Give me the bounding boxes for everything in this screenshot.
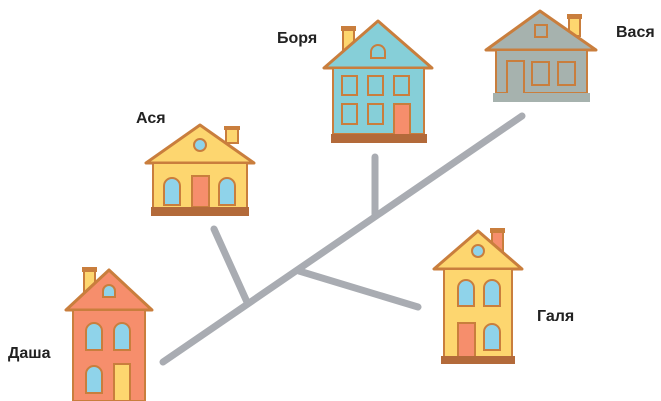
door [457,322,476,358]
label-dasha: Даша [8,345,51,362]
road-network [159,112,526,366]
house-vasya [484,9,598,102]
attic-window [370,44,386,59]
attic-window [193,138,207,152]
main-road [159,112,526,366]
attic-window [471,244,485,258]
chimney [225,127,239,144]
window-left [163,177,181,206]
wall [443,268,513,358]
house-borya [322,19,434,143]
window-right [218,177,236,206]
house-galya [432,228,524,364]
attic-window [102,284,116,298]
base [493,93,590,102]
house-dasha [64,267,154,401]
door [191,175,210,208]
door [393,103,411,136]
base [151,207,249,216]
attic-window [534,24,548,38]
wall [72,309,146,401]
label-asya: Ася [136,110,166,127]
base [331,134,427,143]
base [441,356,515,364]
road-to-galya [295,267,422,311]
label-vasya: Вася [616,24,655,41]
door [113,363,131,401]
label-borya: Боря [277,30,318,47]
window-right [557,61,576,86]
window-left [531,61,550,86]
label-galya: Галя [537,308,575,325]
house-asya [144,123,256,216]
road-to-asya [210,225,251,306]
